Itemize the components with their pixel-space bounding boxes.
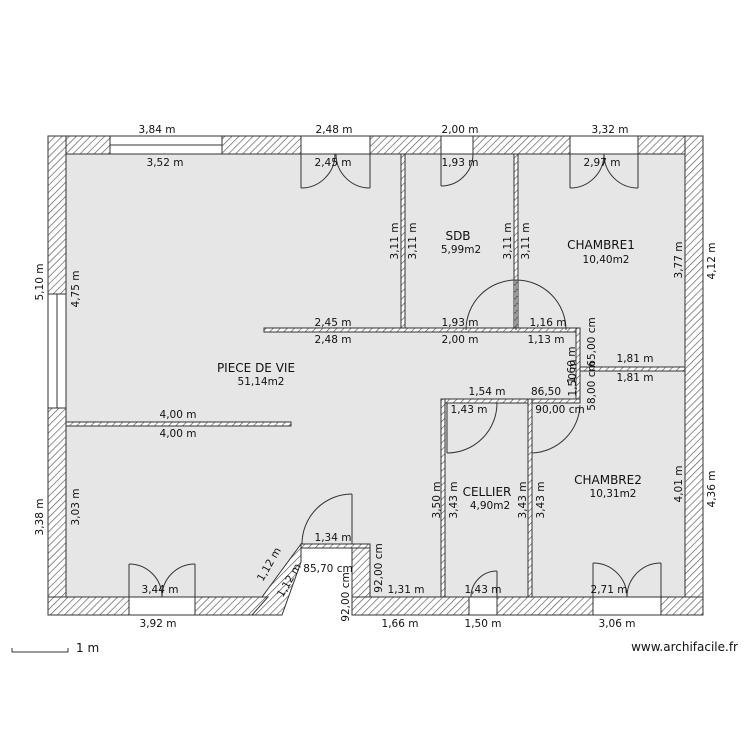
dimension-label: 3,11 m xyxy=(520,223,532,260)
dimension-label: 1,60 m xyxy=(566,347,578,384)
dimension-label: 2,00 m xyxy=(442,334,479,346)
dimension-label: 4,00 m xyxy=(160,428,197,440)
wall-right xyxy=(684,135,704,616)
dimension-label: 3,43 m xyxy=(535,482,547,519)
dimension-label: 1,93 m xyxy=(442,317,479,329)
dimension-label: 3,11 m xyxy=(389,223,401,260)
dimension-label: 3,52 m xyxy=(147,157,184,169)
room-area-chambre2: 10,31m2 xyxy=(590,488,637,500)
dimension-label: 3,43 m xyxy=(517,482,529,519)
dimension-label: 86,50 xyxy=(531,386,561,398)
dimension-label: 1,50 m xyxy=(567,360,579,397)
dimension-label: 2,48 m xyxy=(315,334,352,346)
dimension-label: 2,48 m xyxy=(316,124,353,136)
dimension-label: 3,06 m xyxy=(599,618,636,630)
dimension-label: 1,43 m xyxy=(465,584,502,596)
dimension-label: 1,43 m xyxy=(451,404,488,416)
scale-bar: 1 m xyxy=(11,641,99,655)
dimension-label: 85,70 cm xyxy=(303,563,352,575)
dimension-label: 3,92 m xyxy=(140,618,177,630)
dimension-label: 90,00 cm xyxy=(535,404,584,416)
dimension-label: 1,66 m xyxy=(382,618,419,630)
wall-sdb-left xyxy=(400,153,406,331)
dimension-label: 4,36 m xyxy=(706,471,718,508)
wall-cellier-right xyxy=(527,398,533,598)
wall-entry-top xyxy=(300,543,371,549)
dimension-label: 92,00 cm xyxy=(340,572,352,621)
dimension-label: 1,16 m xyxy=(530,317,567,329)
room-labels: PIECE DE VIE 51,14m2 SDB 5,99m2 CHAMBRE1… xyxy=(217,229,642,512)
dimension-label: 3,43 m xyxy=(448,482,460,519)
dimension-label: 2,45 m xyxy=(315,317,352,329)
room-name-chambre1: CHAMBRE1 xyxy=(567,238,635,252)
watermark: www.archifacile.fr xyxy=(631,640,738,654)
doors xyxy=(128,135,662,616)
dimensions-vertical: 5,10 m 4,75 m 3,38 m 3,03 m 4,12 m 3,77 … xyxy=(34,223,718,622)
scale-label: 1 m xyxy=(76,641,99,655)
dimension-label: 4,12 m xyxy=(706,243,718,280)
dimension-label: 92,00 cm xyxy=(373,543,385,592)
dimension-label: 1,13 m xyxy=(528,334,565,346)
dimension-label: 3,84 m xyxy=(139,124,176,136)
dimension-label: 3,77 m xyxy=(673,242,685,279)
dimension-label: 1,54 m xyxy=(469,386,506,398)
dimension-label: 5,10 m xyxy=(34,264,46,301)
room-name-chambre2: CHAMBRE2 xyxy=(574,473,642,487)
dimension-label: 58,00 cm xyxy=(586,361,598,410)
room-area-sdb: 5,99m2 xyxy=(441,244,481,256)
dimension-label: 2,00 m xyxy=(442,124,479,136)
wall-cellier-top xyxy=(440,398,581,404)
dimensions-horizontal: 3,84 m 2,48 m 2,00 m 3,32 m 3,52 m 2,45 … xyxy=(139,124,654,630)
dimension-label: 1,81 m xyxy=(617,372,654,384)
dimension-label: 3,38 m xyxy=(34,499,46,536)
interior-walls xyxy=(65,153,686,598)
room-area-cellier: 4,90m2 xyxy=(470,500,510,512)
dimension-label: 2,97 m xyxy=(584,157,621,169)
dimension-label: 1,50 m xyxy=(465,618,502,630)
room-name-living: PIECE DE VIE xyxy=(217,361,295,375)
wall-living-partition xyxy=(65,421,292,427)
dimension-label: 2,45 m xyxy=(315,157,352,169)
dimension-label: 3,32 m xyxy=(592,124,629,136)
dimension-label: 4,75 m xyxy=(70,271,82,308)
dimension-label: 1,34 m xyxy=(315,532,352,544)
room-name-sdb: SDB xyxy=(445,229,470,243)
room-area-chambre1: 10,40m2 xyxy=(583,254,630,266)
windows xyxy=(47,135,223,409)
dimension-label: 1,81 m xyxy=(617,353,654,365)
dimension-label: 3,03 m xyxy=(70,489,82,526)
dimension-label: 4,01 m xyxy=(673,466,685,503)
dimension-label: 1,31 m xyxy=(388,584,425,596)
wall-ch2-top xyxy=(579,366,686,372)
dimension-label: 3,11 m xyxy=(502,223,514,260)
wall-cellier-left xyxy=(440,398,446,598)
room-area-living: 51,14m2 xyxy=(238,376,285,388)
dimension-label: 3,11 m xyxy=(407,223,419,260)
dimension-label: 65,00 cm xyxy=(586,317,598,366)
dimension-label: 4,00 m xyxy=(160,409,197,421)
dimension-label: 1,93 m xyxy=(442,157,479,169)
dimension-label: 2,71 m xyxy=(591,584,628,596)
dimension-label: 3,50 m xyxy=(431,482,443,519)
dimension-label: 3,44 m xyxy=(142,584,179,596)
room-name-cellier: CELLIER xyxy=(463,485,512,499)
